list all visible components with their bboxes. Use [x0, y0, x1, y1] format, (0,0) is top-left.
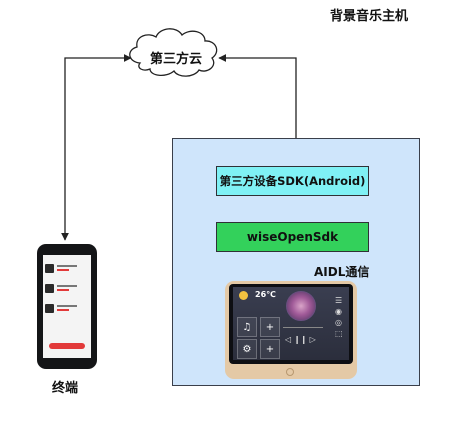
cloud-shape	[129, 28, 218, 77]
cloud-phone-arrow	[61, 54, 132, 241]
tablet-temperature: 26℃	[255, 290, 276, 299]
add-icon: +	[260, 339, 280, 359]
phone-action-button	[49, 343, 85, 349]
playback-controls-icon: ◁ ❙❙ ▷	[285, 335, 316, 344]
host-title: 背景音乐主机	[330, 9, 409, 24]
side-icons: ☰◉◎⬚	[335, 296, 343, 338]
list-item	[45, 261, 89, 275]
album-art	[286, 291, 316, 321]
wise-open-sdk-box: wiseOpenSdk	[216, 222, 369, 252]
weather-icon	[239, 291, 248, 300]
aidl-label: AIDL通信	[314, 265, 370, 279]
list-item	[45, 281, 89, 295]
tablet-home-button	[286, 368, 294, 376]
add-icon: +	[260, 317, 280, 337]
phone-screen	[43, 255, 91, 358]
tablet-screen: 26℃ ♫ + ⚙ + ◁ ❙❙ ▷ ☰◉◎⬚	[233, 287, 349, 360]
cloud-label: 第三方云	[149, 52, 202, 67]
progress-bar	[283, 327, 323, 328]
list-item	[45, 301, 89, 315]
music-note-icon: ♫	[237, 317, 257, 337]
gear-icon: ⚙	[237, 339, 257, 359]
sdk-box: 第三方设备SDK(Android)	[216, 166, 369, 196]
cloud-sdk-arrow	[218, 54, 300, 164]
phone-label: 终端	[51, 381, 78, 396]
